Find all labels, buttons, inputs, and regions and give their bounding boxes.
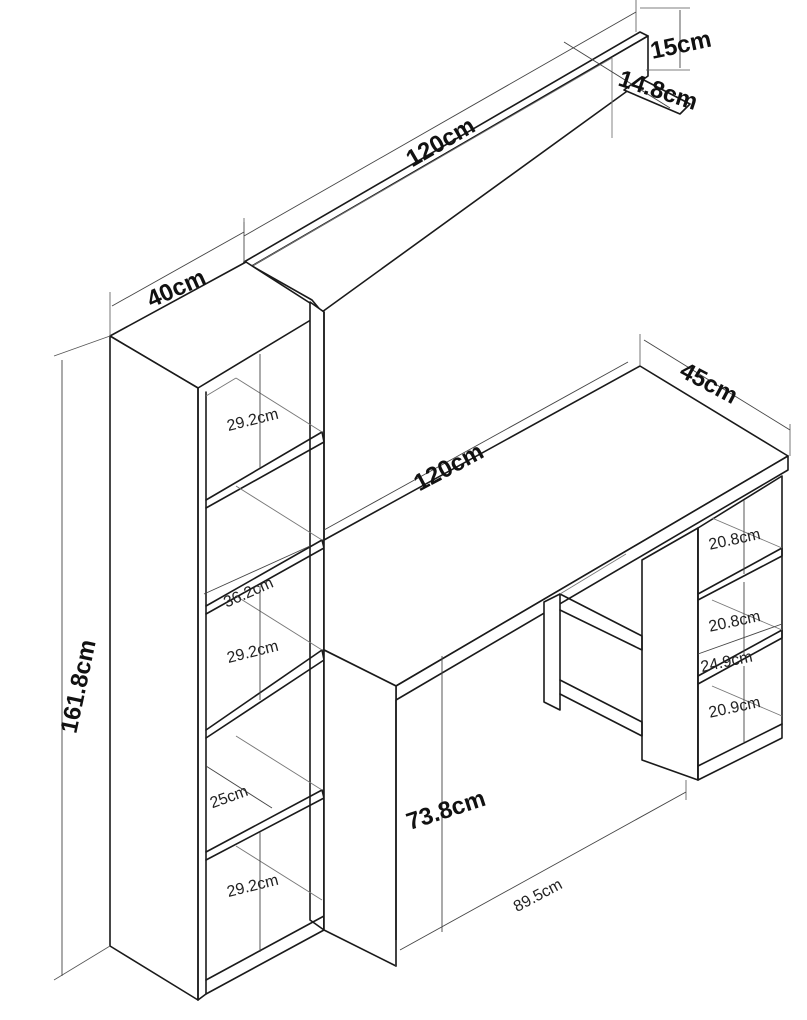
shelf-height-dimension [640,7,690,71]
bookcase-shelf-3-label: 29.2cm [225,638,280,667]
desk-clearance-label: 89.5cm [511,876,565,916]
bookcase-shelf-2-label: 36.2cm [221,575,276,612]
total-height-dimension [53,335,111,981]
desk-clearance-dimension [395,780,687,966]
desk-depth-dimension [639,334,791,456]
bookcase-shelf-5-label: 29.2cm [225,872,280,901]
desk-shelf-dimensions [697,500,783,742]
shelf-height-label: 15cm [648,26,714,65]
desk-width-dimension [323,361,629,531]
shelf-depth-label: 14.8cm [615,65,701,116]
desk-height-label: 73.8cm [403,785,489,836]
wall-shelf [243,31,691,313]
bookcase [109,261,325,1001]
bookcase-shelf-dimensions [203,354,311,952]
bookcase-shelf-1-label: 29.2cm [225,406,280,435]
bookcase-width-dimension [109,218,245,336]
total-height-label: 161.8cm [56,637,102,735]
bookcase-shelf-4-label: 25cm [208,783,251,812]
desk [323,365,789,967]
